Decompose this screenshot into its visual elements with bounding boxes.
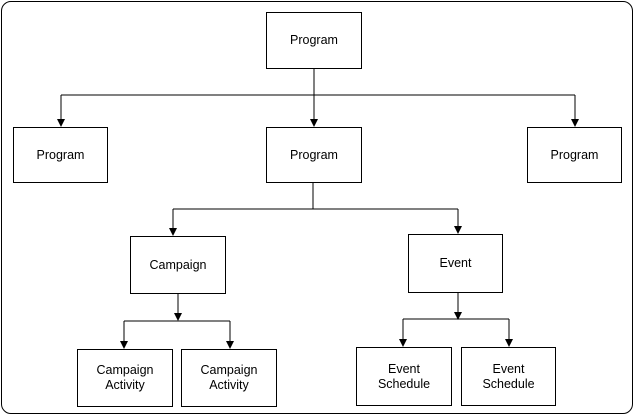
node-event: Event [408,234,503,293]
node-root-program: Program [266,12,362,69]
node-campaign: Campaign [130,236,226,294]
node-label: Program [550,147,599,162]
node-label: Program [290,147,338,162]
node-label-line1: Event [492,361,525,376]
node-label: Program [36,147,85,162]
node-center-program: Program [266,127,362,183]
node-event-schedule-2: Event Schedule [461,347,556,406]
node-left-program: Program [13,127,108,183]
node-label: Campaign [149,257,207,272]
node-campaign-activity-2: Campaign Activity [181,349,277,407]
node-event-schedule-1: Event Schedule [356,347,452,406]
node-label-line2: Schedule [377,376,431,391]
node-right-program: Program [527,127,622,183]
node-label-line1: Event [388,361,420,376]
node-label-line1: Campaign [200,363,258,377]
node-label: Program [290,33,338,47]
node-label-line2: Activity [209,378,249,392]
node-label-line1: Campaign [96,363,154,377]
node-label-line2: Schedule [482,376,535,391]
node-label-line2: Activity [105,378,145,392]
node-campaign-activity-1: Campaign Activity [77,349,173,407]
node-label: Event [439,256,472,270]
